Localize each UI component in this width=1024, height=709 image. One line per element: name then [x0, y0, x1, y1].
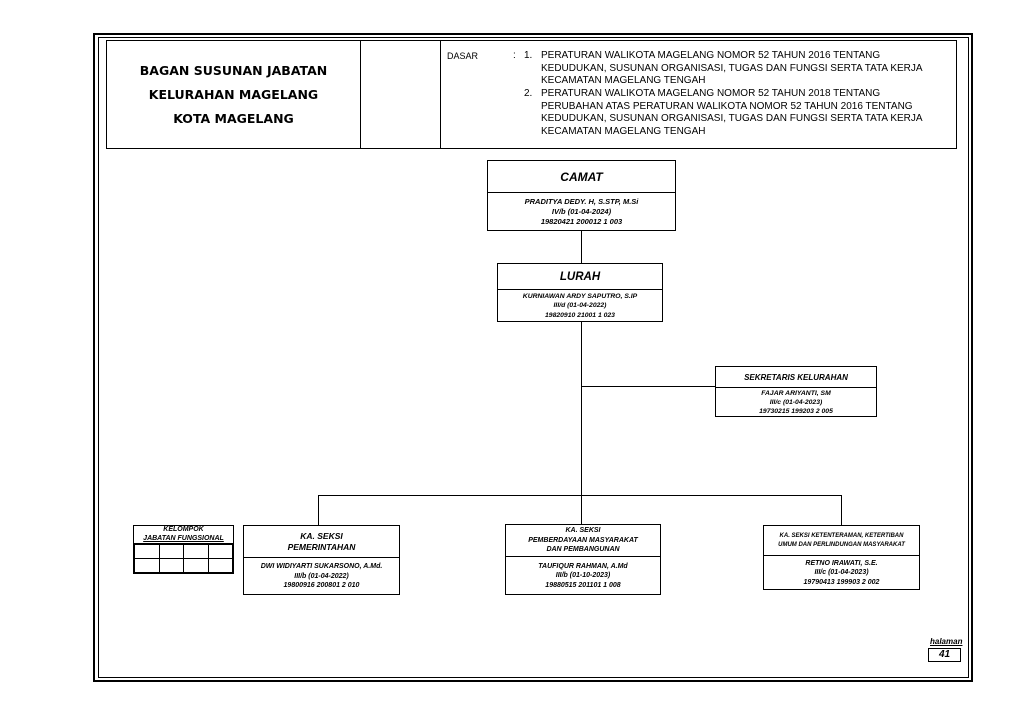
basis-item-1-line: KEDUDUKAN, SUSUNAN ORGANISASI, TUGAS DAN… [541, 62, 923, 74]
seksi-pemerintahan-title-line: KA. SEKSI [300, 530, 343, 541]
camat-title: CAMAT [488, 161, 675, 193]
seksi-pemberdayaan-title-line: DAN PEMBANGUNAN [546, 546, 620, 554]
header-blank-cell [360, 40, 441, 149]
basis-item-1-number: 1. [524, 50, 533, 61]
fungsional-grid [134, 544, 233, 573]
fungsional-title: KELOMPOK JABATAN FUNGSIONAL [134, 526, 233, 544]
sekretaris-box: SEKRETARIS KELURAHAN FAJAR ARIYANTI, SM … [715, 366, 877, 417]
basis-item-1-line: PERATURAN WALIKOTA MAGELANG NOMOR 52 TAH… [541, 50, 881, 61]
dasar-label: DASAR [447, 51, 479, 61]
basis-item-1: PERATURAN WALIKOTA MAGELANG NOMOR 52 TAH… [541, 50, 951, 88]
connector-seksi-pemerintahan [318, 495, 319, 526]
basis-item-2: PERATURAN WALIKOTA MAGELANG NOMOR 52 TAH… [541, 88, 951, 138]
lurah-nip: 19820910 21001 1 023 [545, 311, 615, 319]
grid-cell [134, 544, 160, 559]
page-number: 41 [928, 648, 961, 662]
seksi-pemerintahan-box: KA. SEKSI PEMERINTAHAN DWI WIDIYARTI SUK… [243, 525, 400, 595]
basis-item-2-line: PERUBAHAN ATAS PERATURAN WALIKOTA NOMOR … [541, 100, 913, 112]
basis-item-2-line: PERATURAN WALIKOTA MAGELANG NOMOR 52 TAH… [541, 88, 881, 99]
seksi-pemberdayaan-nip: 19880515 201101 1 008 [545, 581, 621, 589]
sekretaris-title: SEKRETARIS KELURAHAN [716, 367, 876, 388]
seksi-ketentraman-name: RETNO IRAWATI, S.E. [805, 559, 878, 567]
seksi-pemerintahan-name: DWI WIDIYARTI SUKARSONO, A.Md. [260, 563, 383, 571]
basis-item-2-line: KECAMATAN MAGELANG TENGAH [541, 125, 706, 137]
connector-lurah-trunk [581, 321, 582, 496]
lurah-name: KURNIAWAN ARDY SAPUTRO, S.IP [522, 292, 638, 300]
fungsional-title-line: JABATAN FUNGSIONAL [143, 534, 224, 542]
seksi-ketentraman-grade: III/c (01-04-2023) [814, 569, 869, 577]
fungsional-title-line: KELOMPOK [163, 526, 204, 533]
seksi-ketentraman-title-line: KA. SEKSI KETENTERAMAN, KETERTIBAN [779, 532, 904, 539]
connector-camat-lurah [581, 230, 582, 263]
basis-item-2-line: KEDUDUKAN, SUSUNAN ORGANISASI, TUGAS DAN… [541, 113, 923, 125]
sekretaris-nip: 19730215 199203 2 005 [759, 408, 833, 415]
seksi-pemberdayaan-box: KA. SEKSI PEMBERDAYAAN MASYARAKAT DAN PE… [505, 524, 661, 595]
title-line-1: BAGAN SUSUNAN JABATAN [139, 62, 328, 78]
seksi-ketentraman-box: KA. SEKSI KETENTERAMAN, KETERTIBAN UMUM … [763, 525, 920, 590]
connector-seksi-pemberdayaan [581, 495, 582, 525]
page-outer-frame [93, 33, 973, 682]
connector-seksi-ketentraman [841, 495, 842, 525]
camat-name: PRADITYA DEDY. H, S.STP, M.Si [524, 197, 639, 206]
seksi-pemerintahan-nip: 19800916 200801 2 010 [283, 582, 360, 590]
seksi-pemerintahan-title: KA. SEKSI PEMERINTAHAN [244, 526, 399, 558]
page-inner-frame [98, 37, 969, 678]
seksi-pemberdayaan-title-line: KA. SEKSI [565, 527, 601, 535]
seksi-ketentraman-nip: 19790413 199903 2 002 [803, 578, 880, 586]
seksi-ketentraman-title-line: UMUM DAN PERLINDUNGAN MASYARAKAT [778, 541, 905, 548]
grid-cell [207, 544, 233, 559]
grid-cell [158, 544, 184, 559]
basis-item-2-number: 2. [524, 88, 533, 99]
seksi-ketentraman-title: KA. SEKSI KETENTERAMAN, KETERTIBAN UMUM … [764, 526, 919, 556]
basis-item-1-line: KECAMATAN MAGELANG TENGAH [541, 75, 706, 87]
grid-cell [183, 558, 209, 573]
grid-cell [158, 558, 184, 573]
seksi-pemberdayaan-title: KA. SEKSI PEMBERDAYAAN MASYARAKAT DAN PE… [506, 525, 660, 557]
seksi-pemberdayaan-name: TAUFIQUR RAHMAN, A.Md [538, 562, 628, 570]
connector-sekretaris [581, 386, 716, 387]
sekretaris-name: FAJAR ARIYANTI, SM [761, 390, 831, 397]
title-line-2: KELURAHAN MAGELANG [148, 86, 319, 102]
seksi-pemerintahan-title-line: PEMERINTAHAN [287, 541, 356, 552]
lurah-box: LURAH KURNIAWAN ARDY SAPUTRO, S.IP III/d… [497, 263, 663, 322]
seksi-pemerintahan-grade: III/b (01-04-2022) [294, 572, 349, 580]
grid-cell [207, 558, 233, 573]
connector-seksi-bus [318, 495, 842, 496]
dasar-colon: : [513, 50, 516, 61]
sekretaris-grade: III/c (01-04-2023) [769, 399, 823, 406]
grid-cell [134, 558, 160, 573]
document-title: BAGAN SUSUNAN JABATAN KELURAHAN MAGELANG… [106, 40, 361, 149]
legal-basis-panel: DASAR : 1. PERATURAN WALIKOTA MAGELANG N… [440, 40, 957, 149]
seksi-pemberdayaan-title-line: PEMBERDAYAAN MASYARAKAT [528, 536, 638, 544]
camat-box: CAMAT PRADITYA DEDY. H, S.STP, M.Si IV/b… [487, 160, 676, 231]
grid-cell [183, 544, 209, 559]
camat-grade: IV/b (01-04-2024) [551, 207, 612, 216]
fungsional-box: KELOMPOK JABATAN FUNGSIONAL [133, 525, 234, 574]
lurah-grade: III/d (01-04-2022) [553, 302, 607, 310]
seksi-pemberdayaan-grade: III/b (01-10-2023) [555, 572, 611, 580]
page-label: halaman [930, 637, 963, 646]
camat-nip: 19820421 200012 1 003 [540, 217, 623, 226]
lurah-title: LURAH [498, 264, 662, 290]
title-line-3: KOTA MAGELANG [173, 110, 294, 126]
